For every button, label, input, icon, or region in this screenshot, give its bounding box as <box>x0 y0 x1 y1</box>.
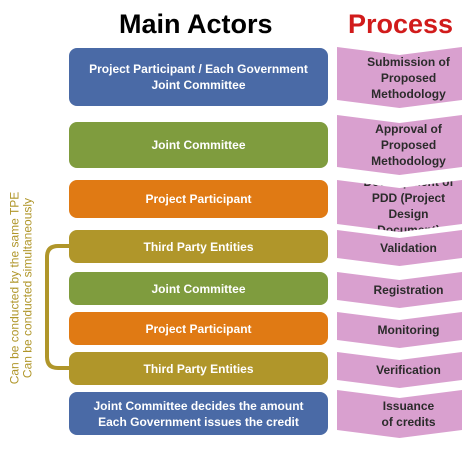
process-step-4: Validation <box>337 230 462 266</box>
actor-box-8: Joint Committee decides the amount Each … <box>69 392 328 435</box>
process-step-8: Issuance of credits <box>337 390 462 438</box>
actor-box-7: Third Party Entities <box>69 352 328 385</box>
main-actors-header: Main Actors <box>119 9 273 39</box>
process-header: Process <box>348 9 454 39</box>
actor-box-5: Joint Committee <box>69 272 328 305</box>
process-step-1: Submission of Proposed Methodology <box>337 47 462 108</box>
actor-box-2: Joint Committee <box>69 122 328 168</box>
actor-box-4: Third Party Entities <box>69 230 328 263</box>
actor-box-1: Project Participant / Each Government Jo… <box>69 48 328 106</box>
actor-box-6: Project Participant <box>69 312 328 345</box>
actor-box-3: Project Participant <box>69 180 328 218</box>
process-step-2: Approval of Proposed Methodology <box>337 115 462 175</box>
